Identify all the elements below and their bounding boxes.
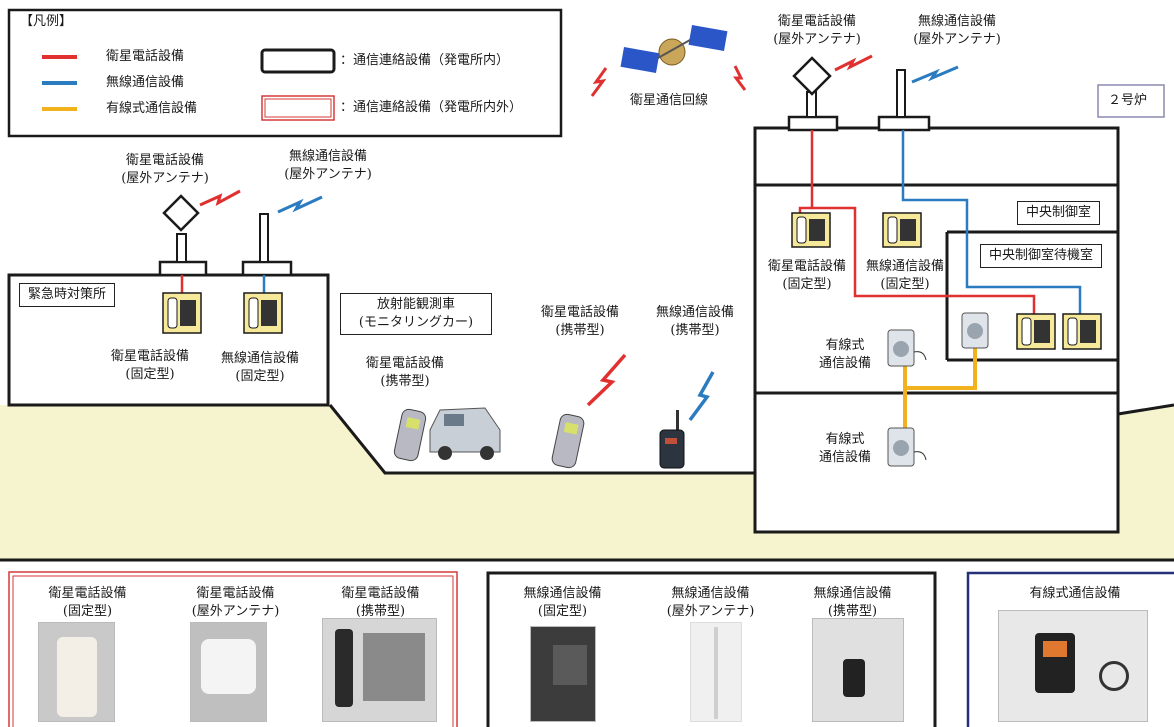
reactor-red-path [810,130,1036,318]
reactor-wired-label-1: 有線式 通信設備 [818,338,871,371]
unit-label: ２号炉 [1108,93,1148,108]
ground-right-line [1117,403,1174,416]
sat-antenna-photo [190,622,267,722]
standby-sat-fixed-phone-icon [1016,313,1056,350]
panel-radio-fixed-label: 無線通信設備 (固定型) [523,586,602,619]
radio-fixed-photo [530,626,596,722]
reactor-radio-fixed-phone-icon [882,212,922,248]
reactor-radio-fixed-label: 無線通信設備 (固定型) [865,259,944,292]
ground-surface-line [328,404,755,475]
legend-box-black [260,48,336,74]
reactor-blue-path [901,130,1082,318]
reactor-building [753,126,1120,534]
panel-radio-antenna-label: 無線通信設備 (屋外アンテナ) [666,586,755,619]
monitoring-car-title: 放射能観測車 (モニタリングカー) [340,293,492,335]
control-room-label: 中央制御室 [1017,201,1101,225]
emergency-sat-signal [199,189,241,207]
monitoring-car-icon [429,407,501,460]
radio-portable-photo [812,618,904,722]
emergency-sat-antenna-label: 衛星電話設備 (屋外アンテナ) [121,153,209,186]
reactor-sat-fixed-phone-icon [791,212,831,248]
field-sat-portable-label: 衛星電話設備 (携帯型) [540,305,619,338]
satellite-label: 衛星通信回線 [630,93,709,108]
unit-label-box [1097,84,1165,118]
emergency-radio-signal [277,195,323,214]
legend-box-red-inner [264,98,332,118]
legend-line-label-satellite: 衛星電話設備 [106,49,185,64]
panel-radio-portable-label: 無線通信設備 (携帯型) [813,586,892,619]
panel-sat-portable-label: 衛星電話設備 (携帯型) [341,586,420,619]
wired-device-photo [998,610,1148,722]
field-radio-portable-label: 無線通信設備 (携帯型) [655,305,734,338]
satellite-signal-right [733,65,747,91]
sat-portable-photo [322,618,437,722]
panel-wired-label: 有線式通信設備 [1029,586,1121,601]
emergency-sat-antenna [158,194,208,277]
monitoring-car-sat-portable-label: 衛星電話設備 (携帯型) [365,356,444,389]
reactor-radio-signal [911,65,959,84]
field-portable-radio-icon [659,410,685,469]
field-portable-sat-phone-icon [551,413,585,469]
standby-room-label: 中央制御室待機室 [980,244,1103,268]
reactor-sat-fixed-label: 衛星電話設備 (固定型) [767,259,846,292]
satellite-signal-left [590,67,608,97]
emergency-radio-fixed-label: 無線通信設備 (固定型) [220,351,299,384]
standby-wired-device-icon [961,312,989,349]
legend-box-label-inside: ：通信連絡設備（発電所内） [340,53,510,68]
lower-wired-device-icon [887,427,927,467]
reactor-radio-antenna [877,69,931,132]
legend-line-label-radio: 無線通信設備 [106,75,185,90]
control-wired-device-icon [887,329,927,367]
field-sat-signal [586,353,627,407]
reactor-radio-antenna-label: 無線通信設備 (屋外アンテナ) [913,14,1001,47]
emergency-radio-fixed-phone-icon [243,292,283,334]
legend-box-label-inside-outside: ：通信連絡設備（発電所内外） [340,100,523,115]
field-radio-signal [688,371,715,422]
emergency-office-title: 緊急時対策所 [19,283,116,307]
radio-antenna-photo [690,622,742,722]
panel-satellite-inner [12,575,454,727]
emergency-sat-fixed-phone-icon [162,292,202,334]
emergency-sat-fixed-label: 衛星電話設備 (固定型) [110,349,189,382]
car-portable-sat-phone-icon [393,408,427,462]
legend-title: 【凡例】 [20,14,73,29]
sat-fixed-phone-photo [38,622,115,722]
ground-area [0,405,1174,560]
satellite-icon [620,25,728,73]
reactor-wired-label-2: 有線式 通信設備 [818,432,871,465]
reactor-sat-antenna [787,56,839,132]
reactor-sat-signal [834,54,873,72]
emergency-radio-antenna [241,213,293,277]
standby-radio-fixed-phone-icon [1062,313,1102,350]
reactor-sat-antenna-label: 衛星電話設備 (屋外アンテナ) [773,14,861,47]
legend-line-label-wired: 有線式通信設備 [106,101,198,116]
emergency-radio-antenna-label: 無線通信設備 (屋外アンテナ) [284,149,372,182]
panel-sat-antenna-label: 衛星電話設備 (屋外アンテナ) [191,586,280,619]
panel-sat-fixed-label: 衛星電話設備 (固定型) [48,586,127,619]
